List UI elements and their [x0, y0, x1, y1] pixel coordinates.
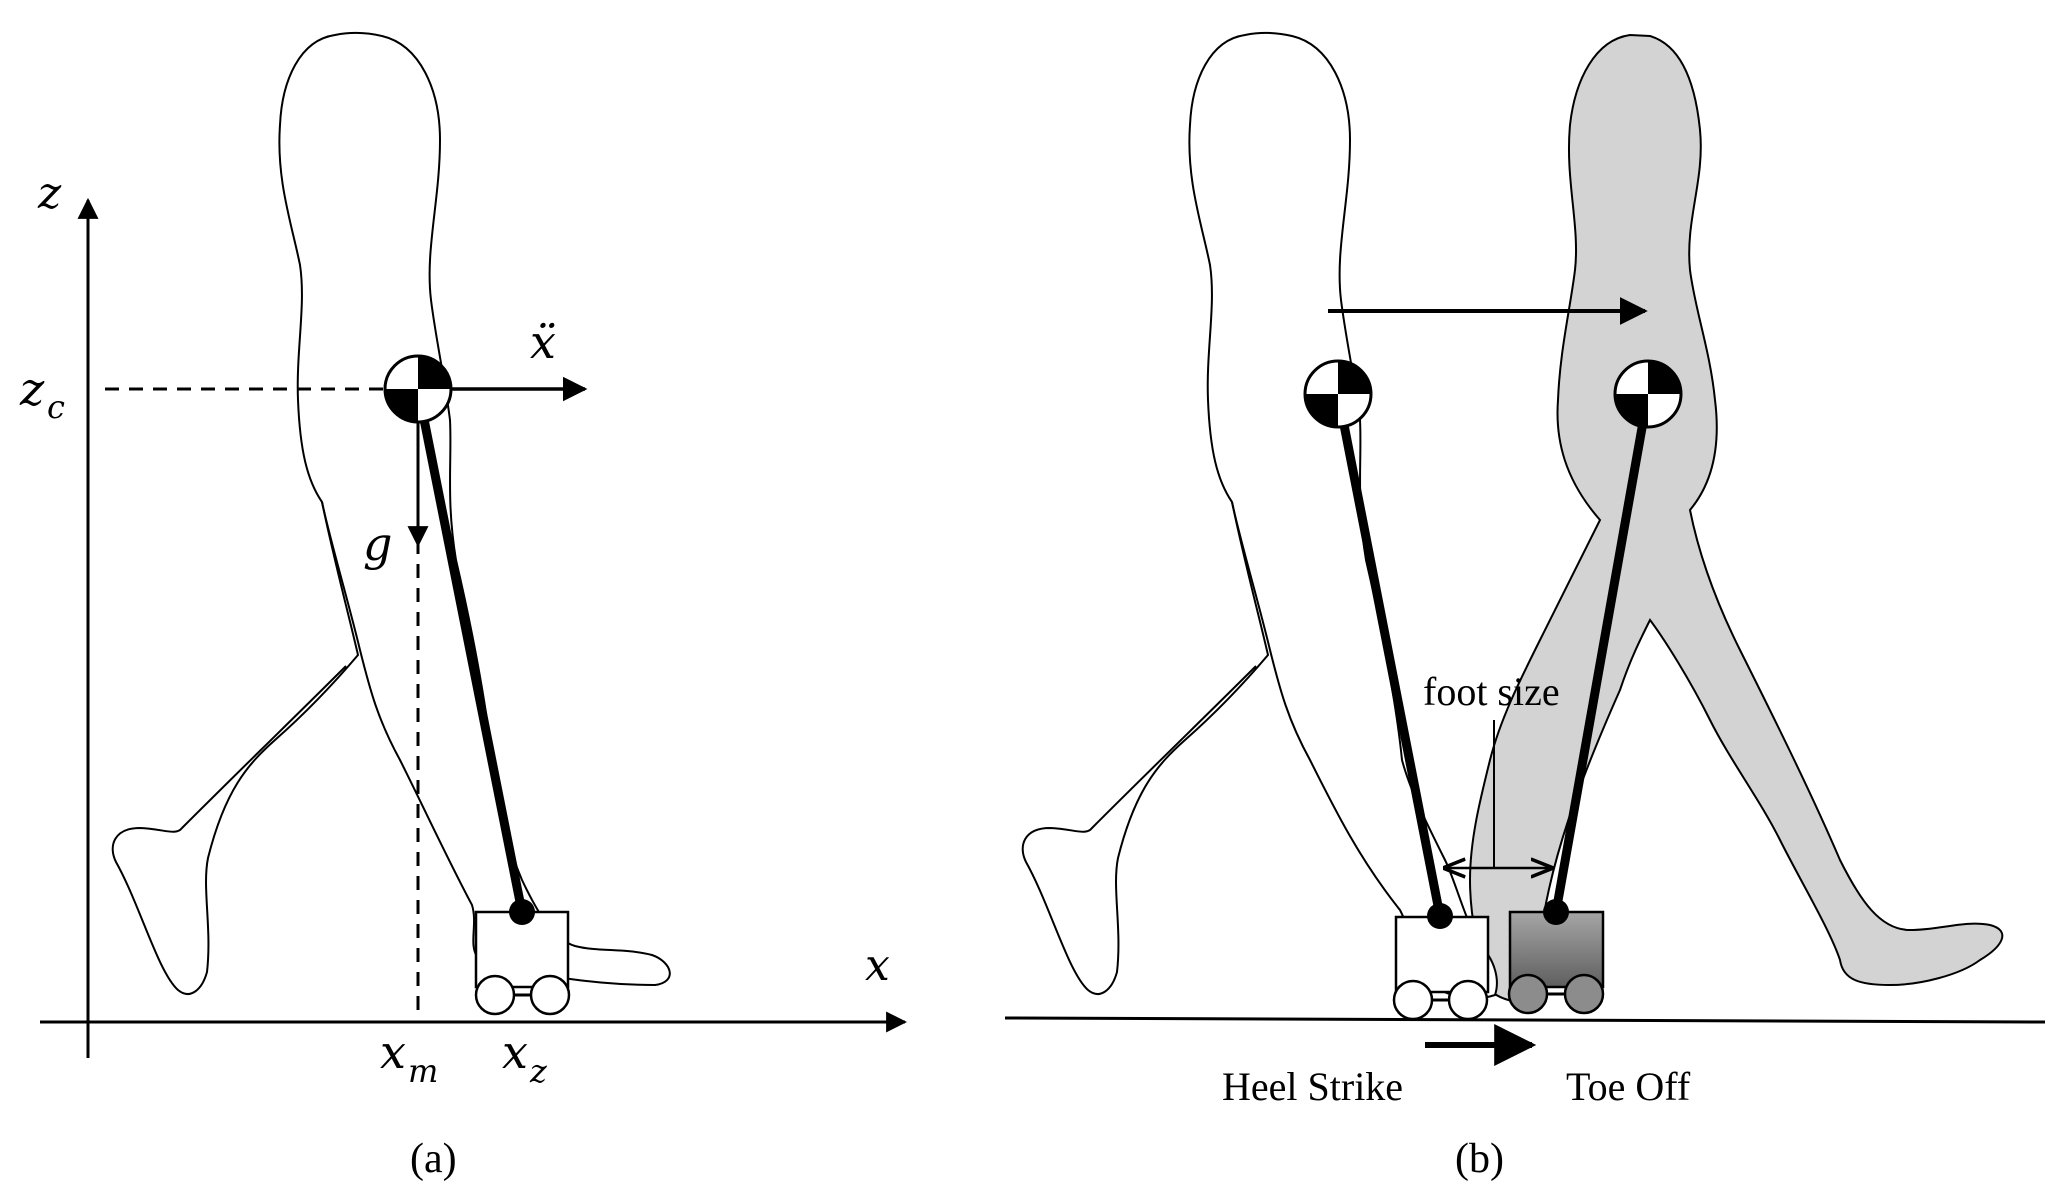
center-of-mass-icon: [1303, 359, 1373, 429]
xm-subscript: m: [408, 1052, 438, 1090]
pivot-joint: [509, 899, 535, 925]
zc-label: z: [19, 362, 45, 416]
cart-wheel: [1563, 973, 1605, 1015]
pendulum-rod-a: [413, 388, 527, 913]
xm-label: x: [380, 1025, 406, 1079]
center-of-mass-icon: [383, 354, 453, 424]
center-of-mass-icon: [1613, 359, 1683, 429]
pivot-joint: [1427, 903, 1453, 929]
cart-heel-strike: [1392, 903, 1490, 1021]
xz-label: x: [502, 1025, 528, 1079]
cart-a: [474, 899, 571, 1016]
cart-toe-off: [1507, 899, 1605, 1015]
cart-wheel: [474, 974, 516, 1016]
caption-a: (a): [410, 1136, 457, 1182]
ground-line: [1004, 1016, 2046, 1024]
toe-off-label: Toe Off: [1566, 1064, 1691, 1109]
foot-size-label: foot size: [1423, 669, 1560, 714]
panel-b: foot size Heel Strike Toe Off (b): [1004, 31, 2046, 1182]
acceleration-label: ẍ: [530, 315, 556, 369]
z-axis-label: z: [37, 168, 62, 219]
heel-strike-label: Heel Strike: [1222, 1064, 1403, 1109]
caption-b: (b): [1455, 1136, 1504, 1182]
human-silhouette-b: [1021, 31, 1498, 1000]
pendulum-rod-b2: [1551, 393, 1653, 913]
x-axis-label: x: [865, 940, 890, 991]
cart-wheel: [529, 974, 571, 1016]
pendulum-rod-b1: [1333, 393, 1445, 917]
gravity-label: g: [363, 517, 392, 571]
cart-wheel: [1392, 979, 1434, 1021]
pivot-joint: [1543, 899, 1569, 925]
xz-subscript: z: [529, 1052, 548, 1090]
cart-wheel: [1507, 973, 1549, 1015]
panel-a: z x z c ẍ g x m x z (a): [19, 31, 908, 1182]
zc-subscript: c: [47, 388, 65, 426]
cart-wheel: [1447, 979, 1489, 1021]
human-silhouette-b-shaded: [1468, 33, 2004, 1003]
human-silhouette-a: [111, 31, 671, 995]
